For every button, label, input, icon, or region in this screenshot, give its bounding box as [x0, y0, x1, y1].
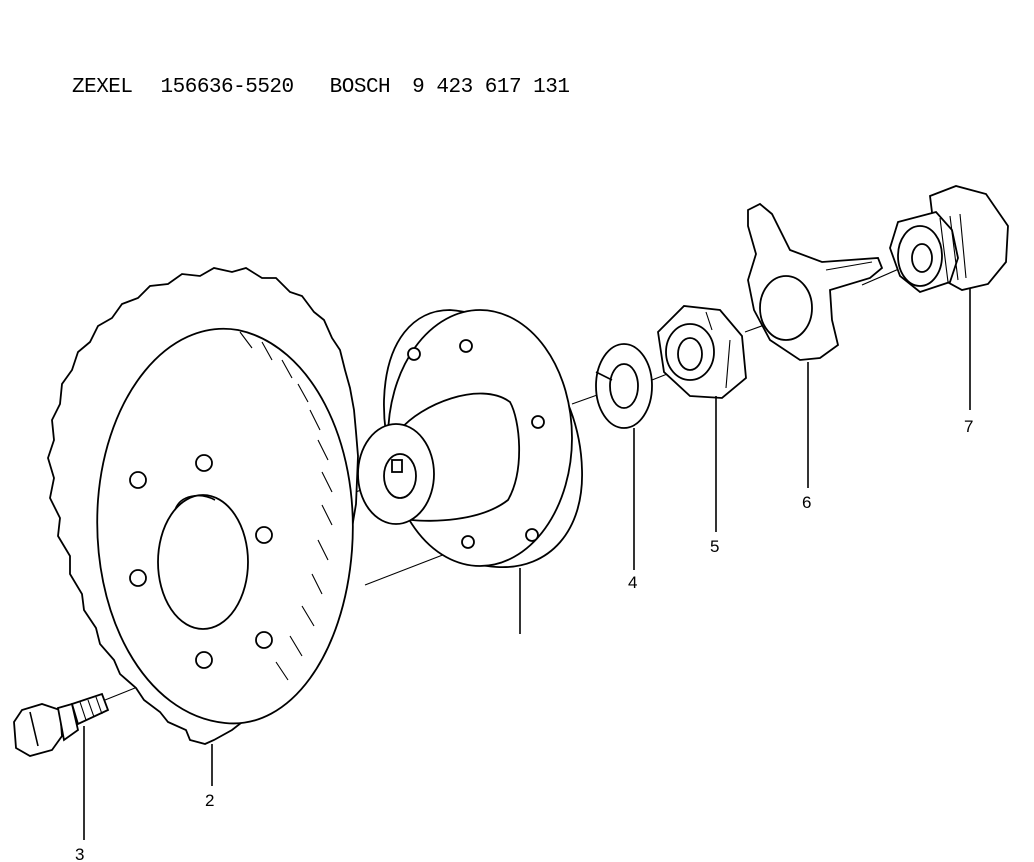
- zexel-part-number: 156636-5520: [160, 76, 295, 99]
- lock-washer-part-4: [595, 343, 653, 429]
- hex-nut-part-5: [657, 305, 747, 399]
- callout-labels: 3 2 4 5 6 7 1: [75, 417, 973, 862]
- tab-washer-part-6: [747, 202, 884, 361]
- gear-bolt-hole: [195, 454, 213, 472]
- flange-hub-part-1: [357, 309, 583, 568]
- callout-3: 3: [75, 845, 84, 862]
- keyway: [391, 459, 403, 473]
- gear-bolt-hole: [129, 471, 147, 489]
- brand-zexel: ZEXEL: [72, 76, 133, 99]
- bosch-part-number: 9 423 617 131: [412, 76, 570, 99]
- gear-bolt-hole: [255, 631, 273, 649]
- flange-bolt-hole: [525, 528, 539, 542]
- bolt-washer-face: [56, 702, 80, 742]
- bolt-head: [13, 703, 63, 757]
- gear-bolt-hole: [129, 569, 147, 587]
- callout-6: 6: [802, 493, 811, 512]
- diagram-header: ZEXEL 156636-5520 BOSCH 9 423 617 131: [72, 76, 570, 99]
- bolt-part-3: [13, 692, 110, 757]
- cap-nut-part-7: [889, 185, 1009, 294]
- flange-bolt-hole: [461, 535, 475, 549]
- flange-bolt-hole: [531, 415, 545, 429]
- bolt-thread: [70, 692, 110, 726]
- callout-4: 4: [628, 573, 637, 592]
- callout-7: 7: [964, 417, 973, 436]
- callout-2: 2: [205, 791, 214, 810]
- gear-part-2: [47, 267, 359, 745]
- flange-bolt-hole: [407, 347, 421, 361]
- leader-lines: [83, 288, 971, 840]
- gear-bolt-hole: [255, 526, 273, 544]
- gear-bolt-hole: [195, 651, 213, 669]
- callout-5: 5: [710, 537, 719, 556]
- brand-bosch: BOSCH: [329, 76, 391, 99]
- flange-bolt-hole: [459, 339, 473, 353]
- gear-hub-bore: [157, 494, 249, 630]
